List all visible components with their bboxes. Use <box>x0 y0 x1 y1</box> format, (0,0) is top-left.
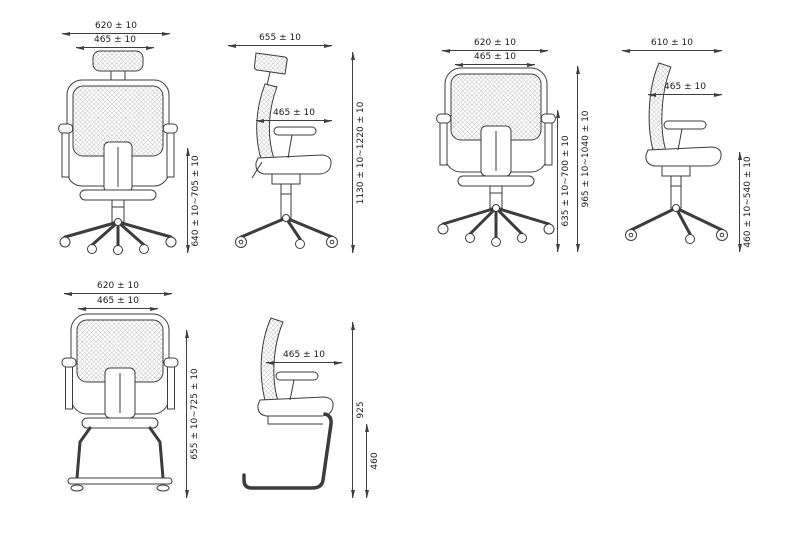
dim-label: 460 <box>370 452 380 470</box>
dim-label: 465 ± 10 <box>273 108 315 118</box>
dim-label: 460 ± 10~540 ± 10 <box>743 156 753 248</box>
dim-label: 925 <box>356 401 366 419</box>
dim-height-range: 640 ± 10~705 ± 10 <box>186 148 201 253</box>
dim-overall-height: 925 <box>351 322 366 498</box>
dim-back-width: 465 ± 10 <box>76 35 154 50</box>
dim-overall-depth: 610 ± 10 <box>622 38 722 53</box>
dim-seat-height-range: 460 ± 10~540 ± 10 <box>738 152 753 252</box>
dim-overall-depth: 655 ± 10 <box>228 33 332 48</box>
dim-back-width: 465 ± 10 <box>455 52 535 67</box>
dim-seat-height: 460 <box>365 424 380 498</box>
dim-label: 610 ± 10 <box>651 38 693 48</box>
dim-label: 620 ± 10 <box>97 281 139 291</box>
executive-chair-side-drawing <box>235 52 338 249</box>
dim-back-width: 465 ± 10 <box>78 296 158 311</box>
dim-label: 1130 ± 10~1220 ± 10 <box>356 101 366 204</box>
dim-overall-width: 620 ± 10 <box>62 21 170 36</box>
task-chair-side-drawing <box>625 62 728 244</box>
dim-label: 635 ± 10~700 ± 10 <box>561 135 571 227</box>
dim-label: 620 ± 10 <box>474 38 516 48</box>
executive-chair-front-drawing <box>58 50 178 255</box>
dim-label: 465 ± 10 <box>97 296 139 306</box>
dim-height-range: 655 ± 10~725 ± 10 <box>185 330 200 498</box>
dim-label: 655 ± 10 <box>259 33 301 43</box>
dim-label: 465 ± 10 <box>474 52 516 62</box>
dim-seat-depth: 465 ± 10 <box>256 108 332 123</box>
dim-label: 655 ± 10~725 ± 10 <box>190 368 200 460</box>
visitor-chair-side-drawing <box>242 317 334 490</box>
visitor-chair-front-drawing <box>61 313 179 492</box>
dim-overall-width: 620 ± 10 <box>64 281 172 296</box>
dim-label: 465 ± 10 <box>94 35 136 45</box>
task-chair-front-drawing <box>436 67 556 247</box>
dim-label: 465 ± 10 <box>664 82 706 92</box>
dim-seat-depth: 465 ± 10 <box>648 82 722 97</box>
dim-height-range: 965 ± 10~1040 ± 10 <box>576 66 591 252</box>
dim-label: 640 ± 10~705 ± 10 <box>191 154 201 247</box>
dim-armrest-height-range: 635 ± 10~700 ± 10 <box>556 110 571 252</box>
dim-overall-width: 620 ± 10 <box>442 38 548 53</box>
dim-label: 965 ± 10~1040 ± 10 <box>581 110 591 208</box>
dim-height-range: 1130 ± 10~1220 ± 10 <box>351 52 366 253</box>
dim-seat-depth: 465 ± 10 <box>266 350 342 365</box>
dim-label: 620 ± 10 <box>95 21 137 31</box>
dim-label: 465 ± 10 <box>283 350 325 360</box>
